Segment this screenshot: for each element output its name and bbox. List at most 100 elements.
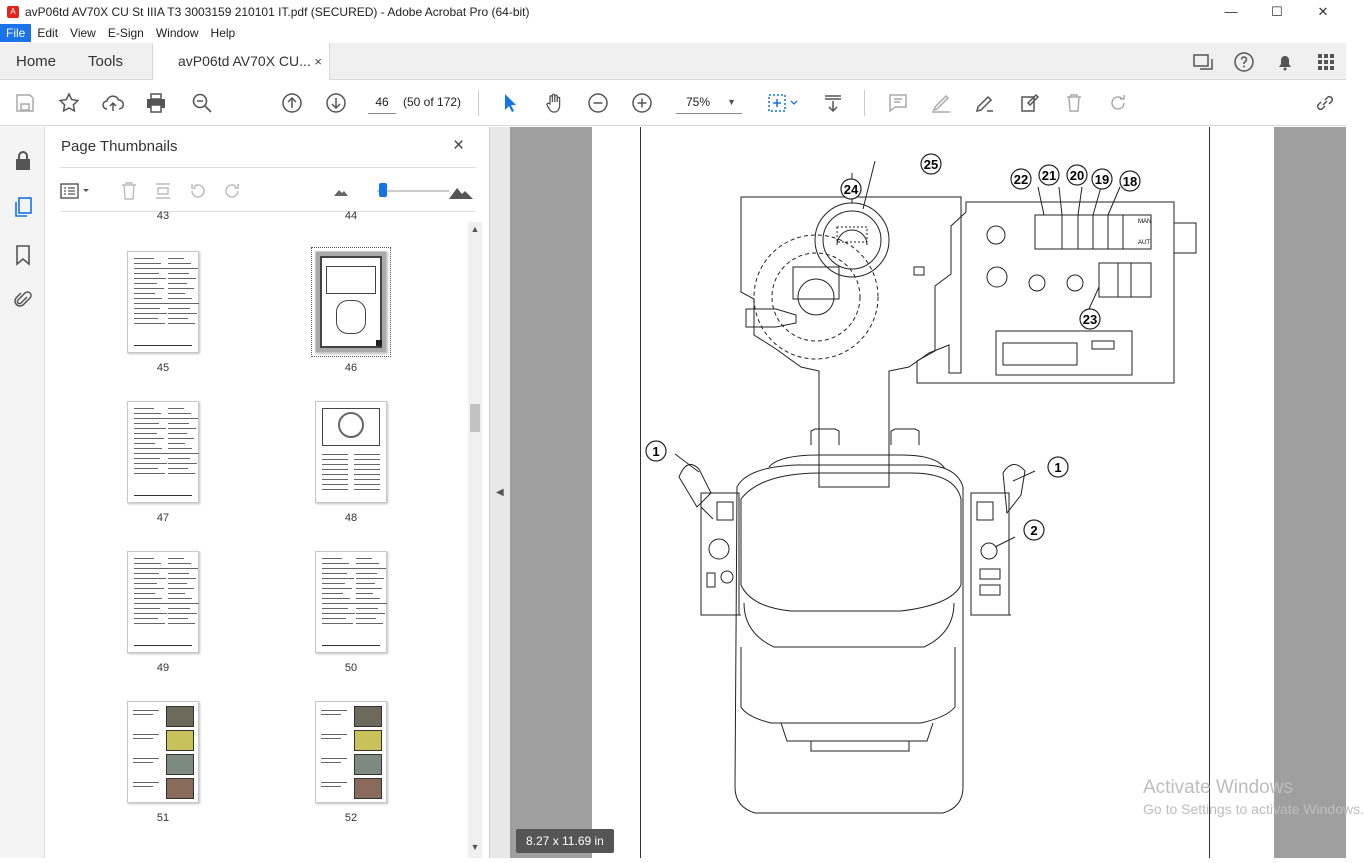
draw-pen-icon[interactable] <box>972 90 998 116</box>
large-thumbnail-icon[interactable] <box>447 179 475 203</box>
panel-title: Page Thumbnails <box>61 138 178 155</box>
thumb-label: 48 <box>344 512 358 524</box>
left-nav-rail <box>0 127 45 858</box>
callout-marker: 20 <box>1066 164 1088 186</box>
svg-text:1: 1 <box>652 444 659 459</box>
svg-text:19: 19 <box>1095 172 1109 187</box>
page-thumbnails-icon[interactable] <box>11 195 35 219</box>
bookmark-icon[interactable] <box>11 243 35 267</box>
svg-text:24: 24 <box>844 182 859 197</box>
page-thumbnail[interactable] <box>127 551 199 653</box>
menu-window[interactable]: Window <box>155 26 199 40</box>
panel-divider <box>60 167 476 168</box>
star-icon[interactable] <box>56 90 82 116</box>
callout-marker: 22 <box>1010 168 1032 190</box>
svg-text:23: 23 <box>1083 312 1097 327</box>
thumbnail-toolbar <box>59 177 479 205</box>
menu-view[interactable]: View <box>70 26 96 40</box>
hand-tool-icon[interactable] <box>541 90 567 116</box>
stamp-edit-icon[interactable] <box>1017 90 1043 116</box>
zoom-out-icon[interactable] <box>585 90 611 116</box>
apps-grid-icon[interactable] <box>1305 43 1346 80</box>
page-thumbnail[interactable] <box>315 551 387 653</box>
tab-document[interactable]: avP06td AV70X CU... × <box>152 43 330 81</box>
close-window-button[interactable]: ✕ <box>1317 3 1329 19</box>
page-thumbnail[interactable] <box>315 701 387 803</box>
link-share-icon[interactable] <box>1312 90 1338 116</box>
save-icon[interactable] <box>12 90 38 116</box>
zoom-select[interactable]: 75% ▼ <box>676 90 742 114</box>
menu-edit[interactable]: Edit <box>37 26 59 40</box>
highlight-icon[interactable] <box>928 90 954 116</box>
page-number-input[interactable]: 46 <box>368 90 396 114</box>
options-menu-icon[interactable] <box>59 179 93 203</box>
minimize-button[interactable]: — <box>1224 4 1238 19</box>
callout-marker: 23 <box>1079 308 1101 330</box>
rotate-left-icon[interactable] <box>186 179 210 203</box>
comment-icon[interactable] <box>885 90 911 116</box>
callout-marker: 2 <box>1023 519 1045 541</box>
share-screen-icon[interactable] <box>1182 43 1223 80</box>
maximize-button[interactable]: ☐ <box>1271 3 1283 19</box>
thumb-label: 51 <box>156 812 170 824</box>
svg-text:1: 1 <box>1054 460 1061 475</box>
close-tab-icon[interactable]: × <box>314 54 322 69</box>
page-thumbnail[interactable] <box>127 401 199 503</box>
lock-icon[interactable] <box>11 149 35 173</box>
bell-icon[interactable] <box>1264 43 1305 80</box>
callout-marker: 21 <box>1038 164 1060 186</box>
zoom-in-icon[interactable] <box>629 90 655 116</box>
tab-bar: Home Tools avP06td AV70X CU... × <box>0 43 1346 81</box>
svg-text:20: 20 <box>1070 168 1084 183</box>
page-thumbnail[interactable] <box>127 251 199 353</box>
extract-page-icon[interactable] <box>151 179 175 203</box>
tab-document-label: avP06td AV70X CU... <box>178 53 311 69</box>
activate-windows-watermark: Activate Windows <box>1143 777 1293 798</box>
redo-icon[interactable] <box>1105 90 1131 116</box>
zoom-search-icon[interactable] <box>189 90 215 116</box>
page-thumbnail[interactable] <box>315 401 387 503</box>
callout-marker: 24 <box>840 178 862 200</box>
scrollbar-thumb[interactable] <box>470 404 480 432</box>
title-bar: A avP06td AV70X CU St IIIA T3 3003159 21… <box>0 0 1346 23</box>
tab-home[interactable]: Home <box>16 53 57 70</box>
prev-page-icon[interactable] <box>279 90 305 116</box>
help-icon[interactable] <box>1223 43 1264 80</box>
page-thumbnail[interactable] <box>127 701 199 803</box>
collapse-arrow-icon: ◀ <box>496 487 504 498</box>
print-icon[interactable] <box>143 90 169 116</box>
toolbar-divider <box>478 90 479 116</box>
thumbnail-scrollbar[interactable]: ▲ ▼ <box>468 222 482 858</box>
delete-icon[interactable] <box>1061 90 1087 116</box>
menu-help[interactable]: Help <box>210 26 236 40</box>
tab-tools[interactable]: Tools <box>88 53 124 70</box>
delete-page-icon[interactable] <box>117 179 141 203</box>
scroll-up-icon[interactable]: ▲ <box>470 224 480 234</box>
upload-icon[interactable] <box>100 90 126 116</box>
menu-bar: File Edit View E-Sign Window Help <box>0 23 1346 43</box>
next-page-icon[interactable] <box>323 90 349 116</box>
select-cursor-icon[interactable] <box>497 90 523 116</box>
menu-esign[interactable]: E-Sign <box>107 26 144 40</box>
fit-page-icon[interactable] <box>765 90 801 116</box>
close-panel-icon[interactable]: × <box>453 135 465 156</box>
callout-marker: 19 <box>1091 168 1113 190</box>
menu-file[interactable]: File <box>0 24 32 42</box>
callout-marker: 1 <box>1047 456 1069 478</box>
attachment-icon[interactable] <box>11 288 35 312</box>
rotate-right-icon[interactable] <box>220 179 244 203</box>
window-title: avP06td AV70X CU St IIIA T3 3003159 2101… <box>25 4 530 19</box>
small-thumbnail-icon[interactable] <box>329 179 353 203</box>
scroll-down-icon[interactable]: ▼ <box>470 842 480 852</box>
thumb-label: 52 <box>344 812 358 824</box>
panel-collapse-handle[interactable]: ◀ <box>490 127 510 858</box>
page-thumbnail[interactable] <box>311 247 391 357</box>
slider-handle[interactable] <box>379 183 387 197</box>
scroll-mode-icon[interactable] <box>820 90 846 116</box>
thumbnail-size-slider[interactable] <box>377 190 449 192</box>
svg-text:25: 25 <box>924 157 938 172</box>
page-size-badge: 8.27 x 11.69 in <box>516 829 614 853</box>
